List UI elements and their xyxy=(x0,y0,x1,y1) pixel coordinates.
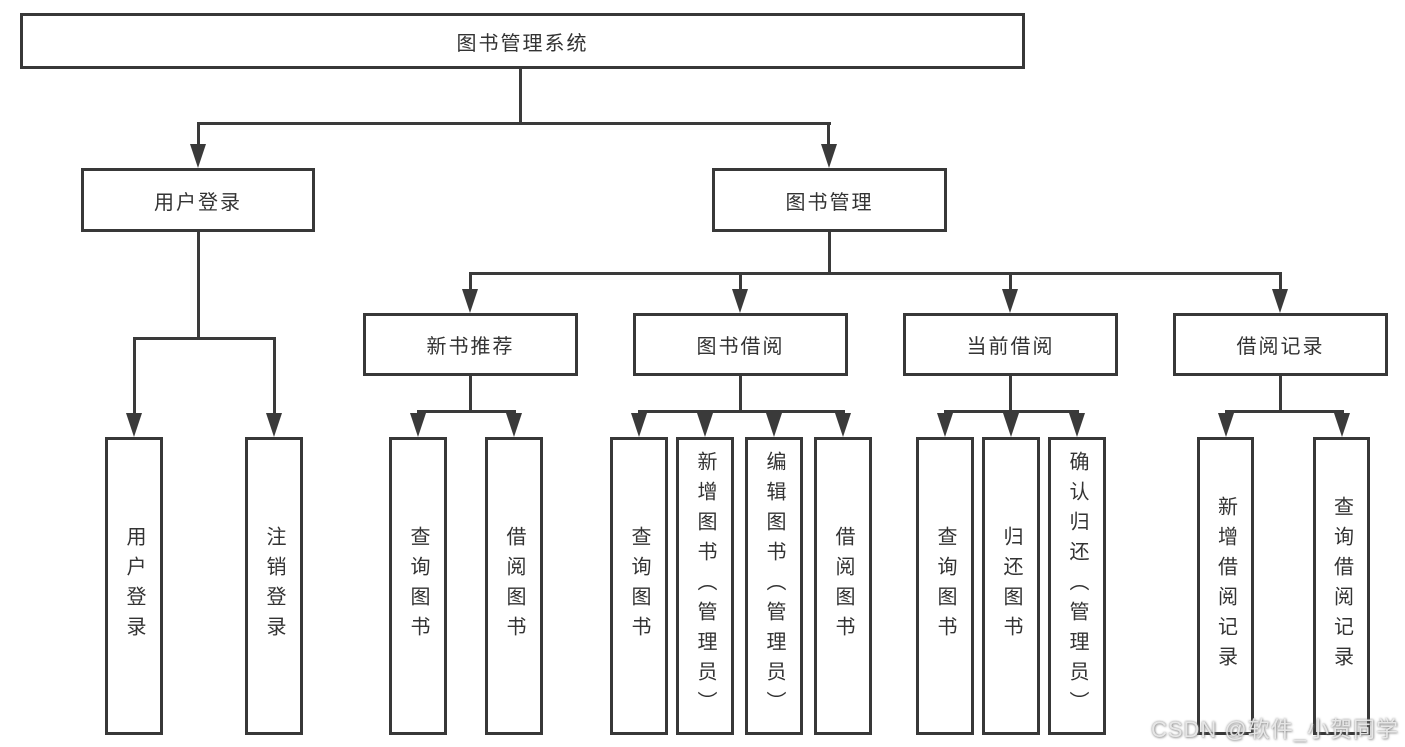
connector-root-stem xyxy=(519,69,522,122)
leaf-borrowing-add-books: 新增图书（管理员） xyxy=(676,437,734,735)
connector-drop xyxy=(273,337,276,415)
arrow-down-icon xyxy=(126,413,142,437)
connector-root-branch xyxy=(197,122,831,125)
leaf-logout: 注销登录 xyxy=(245,437,303,735)
leaf-user-login-label: 用户登录 xyxy=(123,526,145,646)
connector-newbook-branch xyxy=(417,410,516,413)
connector-drop xyxy=(1009,272,1012,292)
arrow-down-icon xyxy=(697,413,713,437)
connector-newbook-stem xyxy=(469,376,472,410)
arrow-down-icon xyxy=(506,413,522,437)
arrow-down-icon xyxy=(766,413,782,437)
connector-drop xyxy=(133,337,136,415)
connector-bookmgmt-branch xyxy=(469,272,1282,275)
arrow-down-icon xyxy=(266,413,282,437)
leaf-current-query-books: 查询图书 xyxy=(916,437,974,735)
connector-records-stem xyxy=(1279,376,1282,410)
connector-bookmgmt-stem xyxy=(828,232,831,272)
connector-drop xyxy=(469,272,472,292)
leaf-newbook-borrow-books: 借阅图书 xyxy=(485,437,543,735)
arrow-down-icon xyxy=(1334,413,1350,437)
leaf-records-query-record-label: 查询借阅记录 xyxy=(1330,496,1353,676)
node-borrowing-records: 借阅记录 xyxy=(1173,313,1388,376)
node-new-book-recommend-label: 新书推荐 xyxy=(426,336,515,358)
arrow-down-icon xyxy=(631,413,647,437)
node-book-borrowing-label: 图书借阅 xyxy=(696,336,785,358)
node-current-borrowing: 当前借阅 xyxy=(903,313,1118,376)
leaf-current-return-books: 归还图书 xyxy=(982,437,1040,735)
leaf-records-query-record: 查询借阅记录 xyxy=(1313,437,1370,735)
connector-borrowing-branch xyxy=(638,410,845,413)
node-new-book-recommend: 新书推荐 xyxy=(363,313,578,376)
arrow-down-icon xyxy=(1218,413,1234,437)
node-user-login-label: 用户登录 xyxy=(154,191,242,214)
leaf-borrowing-borrow-books-label: 借阅图书 xyxy=(832,526,854,646)
leaf-records-add-record: 新增借阅记录 xyxy=(1197,437,1254,735)
node-current-borrowing-label: 当前借阅 xyxy=(966,336,1055,358)
leaf-borrowing-query-books: 查询图书 xyxy=(610,437,668,735)
connector-drop xyxy=(739,272,742,292)
node-book-borrowing: 图书借阅 xyxy=(633,313,848,376)
arrow-down-icon xyxy=(1003,413,1019,437)
leaf-borrowing-query-books-label: 查询图书 xyxy=(628,526,650,646)
node-user-login: 用户登录 xyxy=(81,168,315,232)
arrow-down-icon xyxy=(821,144,837,168)
connector-current-stem xyxy=(1009,376,1012,410)
arrow-down-icon xyxy=(835,413,851,437)
node-root-label: 图书管理系统 xyxy=(456,32,589,55)
leaf-borrowing-add-books-label: 新增图书（管理员） xyxy=(694,451,716,721)
arrow-down-icon xyxy=(1272,289,1288,313)
leaf-newbook-query-books: 查询图书 xyxy=(389,437,447,735)
leaf-borrowing-edit-books: 编辑图书（管理员） xyxy=(745,437,803,735)
leaf-records-add-record-label: 新增借阅记录 xyxy=(1214,496,1237,676)
leaf-user-login: 用户登录 xyxy=(105,437,163,735)
connector-drop xyxy=(1279,272,1282,292)
leaf-newbook-query-books-label: 查询图书 xyxy=(407,526,429,646)
node-book-management-label: 图书管理 xyxy=(785,191,874,214)
arrow-down-icon xyxy=(190,144,206,168)
node-borrowing-records-label: 借阅记录 xyxy=(1236,336,1325,358)
leaf-current-return-books-label: 归还图书 xyxy=(1000,526,1022,646)
arrow-down-icon xyxy=(1069,413,1085,437)
leaf-borrowing-borrow-books: 借阅图书 xyxy=(814,437,872,735)
node-root: 图书管理系统 xyxy=(20,13,1025,69)
connector-drop xyxy=(197,122,200,148)
connector-userlogin-branch xyxy=(133,337,276,340)
arrow-down-icon xyxy=(462,289,478,313)
arrow-down-icon xyxy=(410,413,426,437)
leaf-current-query-books-label: 查询图书 xyxy=(934,526,956,646)
leaf-logout-label: 注销登录 xyxy=(263,526,285,646)
connector-userlogin-stem xyxy=(197,232,200,337)
arrow-down-icon xyxy=(732,289,748,313)
arrow-down-icon xyxy=(937,413,953,437)
node-book-management: 图书管理 xyxy=(712,168,947,232)
csdn-watermark: CSDN @软件_小贺同学 xyxy=(1150,717,1399,742)
connector-records-branch xyxy=(1225,410,1344,413)
connector-borrowing-stem xyxy=(739,376,742,410)
leaf-current-confirm-return: 确认归还（管理员） xyxy=(1048,437,1106,735)
connector-drop xyxy=(827,122,830,148)
leaf-newbook-borrow-books-label: 借阅图书 xyxy=(503,526,525,646)
leaf-borrowing-edit-books-label: 编辑图书（管理员） xyxy=(763,451,785,721)
arrow-down-icon xyxy=(1002,289,1018,313)
leaf-current-confirm-return-label: 确认归还（管理员） xyxy=(1066,451,1088,721)
